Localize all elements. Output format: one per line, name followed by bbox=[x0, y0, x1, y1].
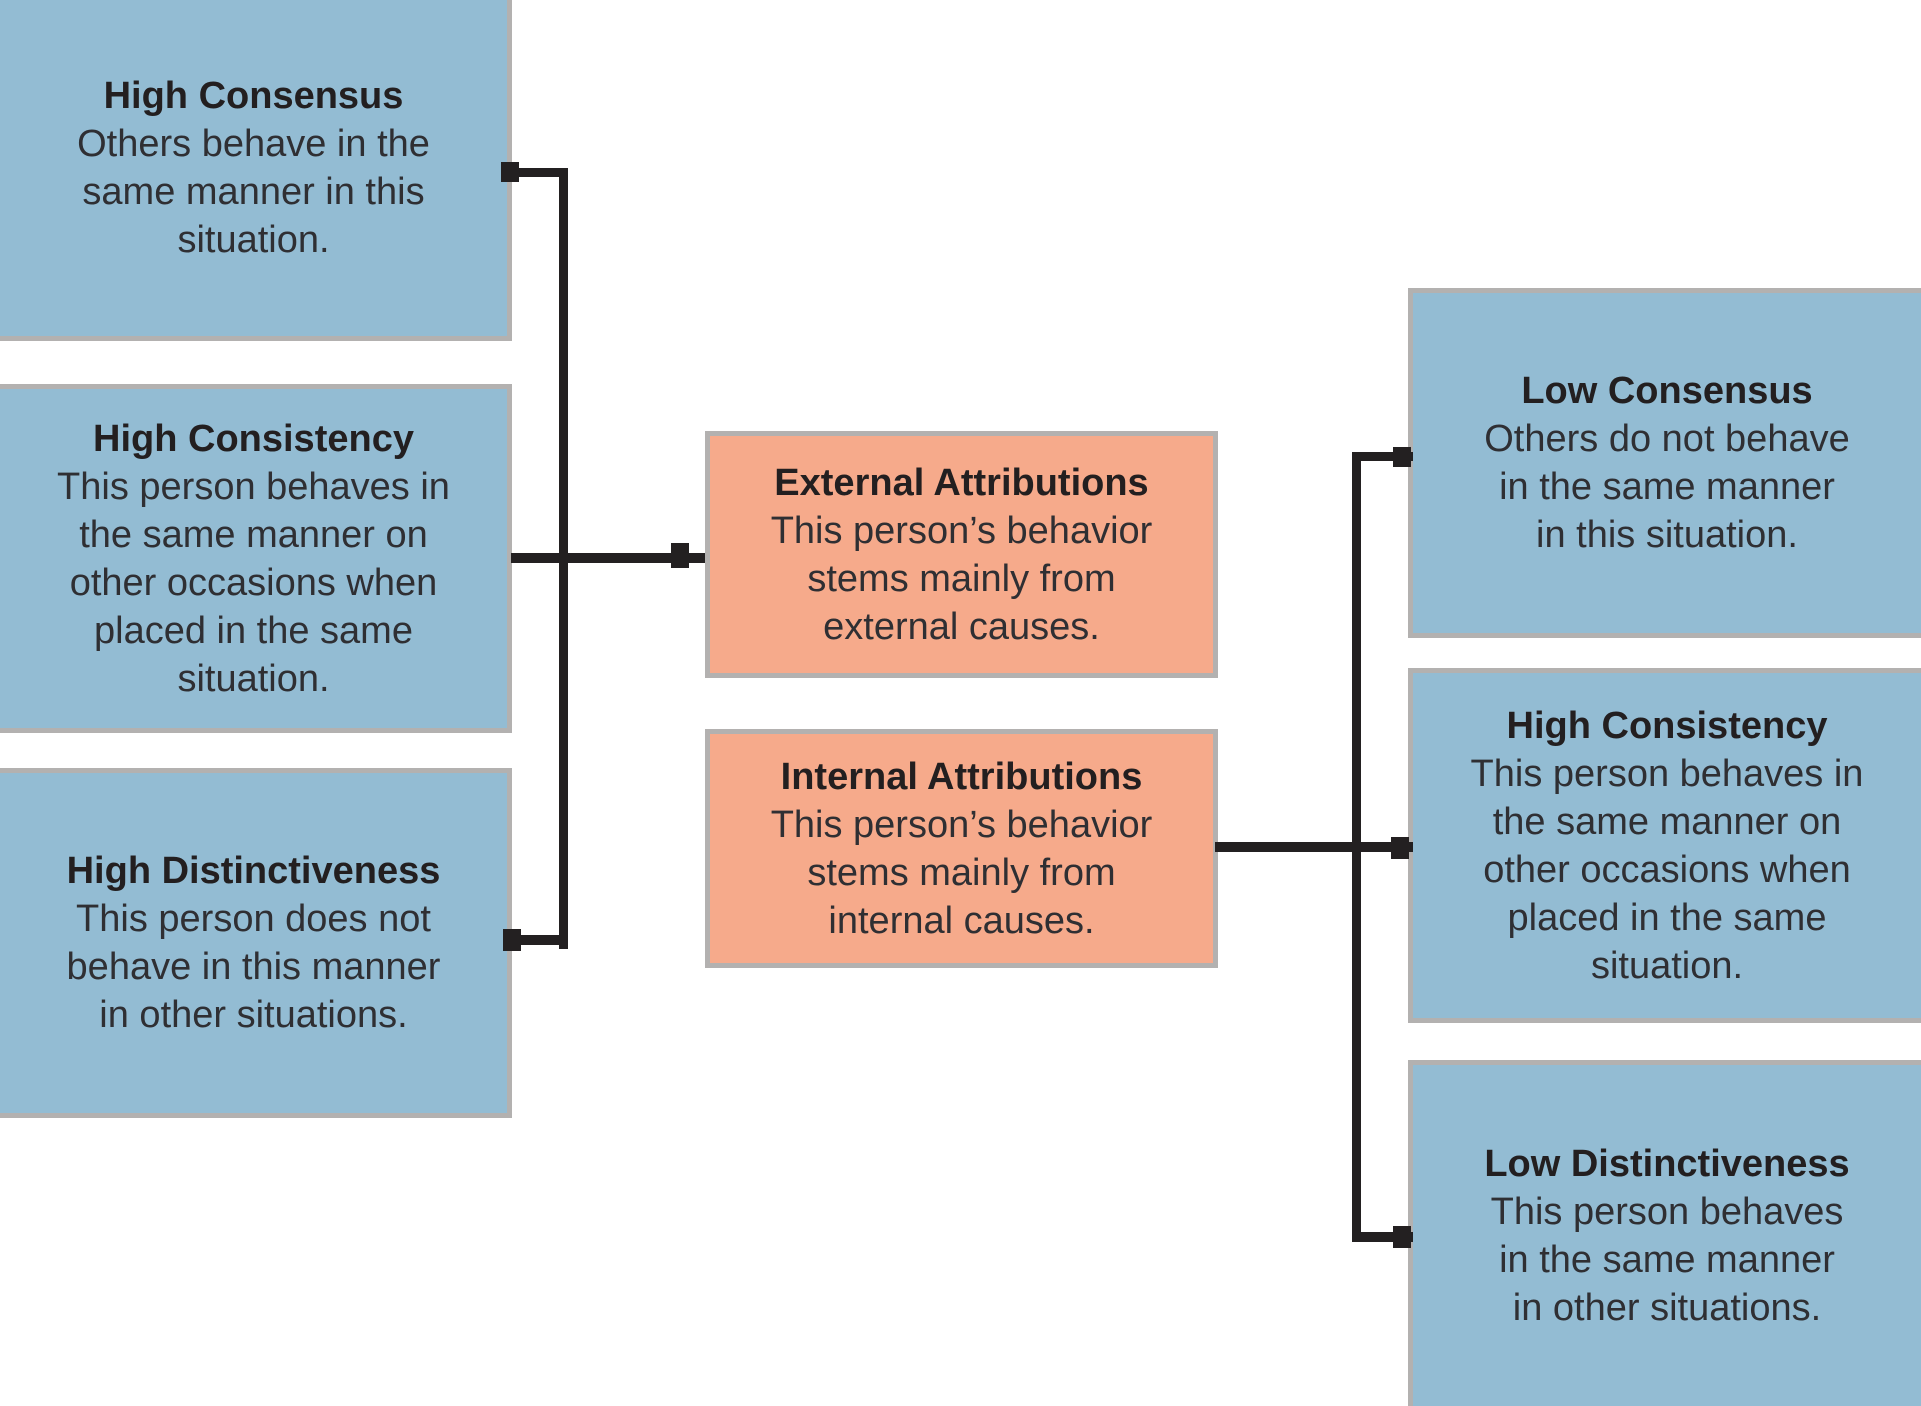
box-title: Low Distinctiveness bbox=[1484, 1142, 1850, 1185]
box-high-consensus: High Consensus Others behave in the same… bbox=[0, 0, 512, 341]
right-bottom-connector bbox=[1352, 1232, 1413, 1242]
box-body: Others do not behave in the same manner … bbox=[1484, 418, 1850, 556]
box-low-distinctiveness: Low Distinctiveness This person behaves … bbox=[1408, 1060, 1921, 1406]
box-body: Others behave in the same manner in this… bbox=[77, 123, 430, 261]
box-body: This person’s behavior stems mainly from… bbox=[770, 803, 1153, 942]
box-body: This person behaves in the same manner o… bbox=[57, 465, 450, 700]
box-internal-attributions: Internal Attributions This person’s beha… bbox=[705, 729, 1218, 968]
box-high-consistency-right: High Consistency This person behaves in … bbox=[1408, 668, 1921, 1023]
internal-arrow-line bbox=[1215, 842, 1413, 852]
box-body: This person behaves in the same manner o… bbox=[1470, 752, 1864, 987]
box-title: High Consistency bbox=[93, 417, 414, 460]
arrowhead bbox=[501, 162, 519, 182]
left-top-connector bbox=[511, 168, 568, 177]
box-low-consensus: Low Consensus Others do not behave in th… bbox=[1408, 288, 1921, 638]
arrowhead bbox=[1391, 837, 1409, 859]
arrowhead bbox=[671, 543, 689, 568]
left-bottom-connector bbox=[511, 935, 568, 945]
box-title: Low Consensus bbox=[1521, 370, 1813, 412]
box-external-attributions: External Attributions This person’s beha… bbox=[705, 431, 1218, 678]
arrowhead bbox=[1393, 447, 1411, 467]
box-title: High Consensus bbox=[103, 75, 404, 117]
arrowhead bbox=[1393, 1226, 1411, 1248]
box-title: Internal Attributions bbox=[780, 755, 1143, 798]
box-title: High Consistency bbox=[1506, 704, 1828, 747]
external-arrow-line bbox=[511, 553, 705, 563]
box-body: This person behaves in the same manner i… bbox=[1490, 1190, 1844, 1329]
box-high-consistency-left: High Consistency This person behaves in … bbox=[0, 384, 512, 733]
box-body: This person does not behave in this mann… bbox=[66, 898, 441, 1036]
right-top-connector bbox=[1352, 452, 1413, 461]
box-title: External Attributions bbox=[774, 461, 1149, 504]
arrowhead bbox=[503, 929, 521, 951]
box-high-distinctiveness: High Distinctiveness This person does no… bbox=[0, 768, 512, 1118]
box-title: High Distinctiveness bbox=[66, 850, 441, 892]
box-body: This person’s behavior stems mainly from… bbox=[770, 509, 1153, 648]
